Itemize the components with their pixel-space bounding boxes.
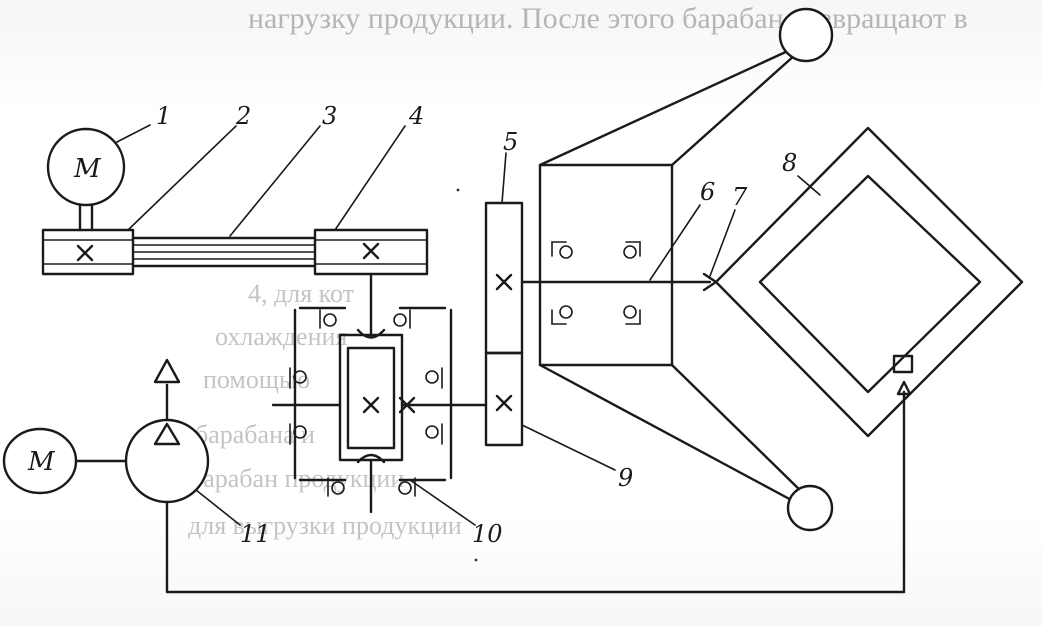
callout-number: 6 bbox=[700, 178, 715, 206]
callout-number: 2 bbox=[235, 102, 251, 130]
callout-number: 7 bbox=[732, 183, 748, 211]
callout-number: 4 bbox=[408, 102, 424, 130]
gear-center-mark bbox=[495, 273, 513, 291]
background-text-top: нагрузку продукции. После этого барабан … bbox=[248, 2, 968, 35]
upper-counterweight bbox=[778, 7, 834, 63]
background-text-line: помощью bbox=[203, 365, 310, 394]
pulley-hub-mark bbox=[76, 244, 94, 262]
gear-reducer bbox=[271, 272, 488, 514]
lower-counterweight bbox=[786, 484, 834, 532]
callout-number: 9 bbox=[618, 464, 633, 492]
gear-wheels bbox=[484, 201, 524, 447]
spindle-center-mark bbox=[362, 396, 380, 414]
callout-number: 5 bbox=[503, 128, 518, 156]
scan-speck bbox=[456, 188, 460, 192]
belt-drive bbox=[41, 228, 429, 276]
background-text-line: охлаждения bbox=[215, 322, 347, 351]
callout-number: 11 bbox=[240, 520, 271, 548]
background-text-line: 4, для кот bbox=[248, 279, 354, 308]
motor-label: M bbox=[73, 154, 102, 184]
callout-number: 1 bbox=[156, 102, 171, 130]
worm-mark bbox=[398, 396, 416, 414]
rotating-frame bbox=[520, 7, 834, 532]
pulley-hub-mark bbox=[362, 242, 380, 260]
background-text-line: барабана и bbox=[195, 420, 315, 449]
background-text-line: для выгрузки продукции bbox=[188, 511, 462, 540]
callout-number: 10 bbox=[472, 520, 503, 548]
callout-number: 8 bbox=[782, 149, 797, 177]
gear-center-mark bbox=[495, 394, 513, 412]
callout-number: 3 bbox=[322, 102, 337, 130]
hydraulic-circuit: M bbox=[2, 358, 912, 594]
drive-motor: M bbox=[46, 127, 126, 232]
callouts: 1 2 3 4 5 6 7 8 9 10 11 bbox=[114, 102, 821, 548]
drum bbox=[714, 126, 1024, 438]
background-text-line: барабан продукции bbox=[190, 464, 404, 493]
motor-label: M bbox=[27, 447, 56, 477]
scan-speck bbox=[474, 558, 478, 562]
